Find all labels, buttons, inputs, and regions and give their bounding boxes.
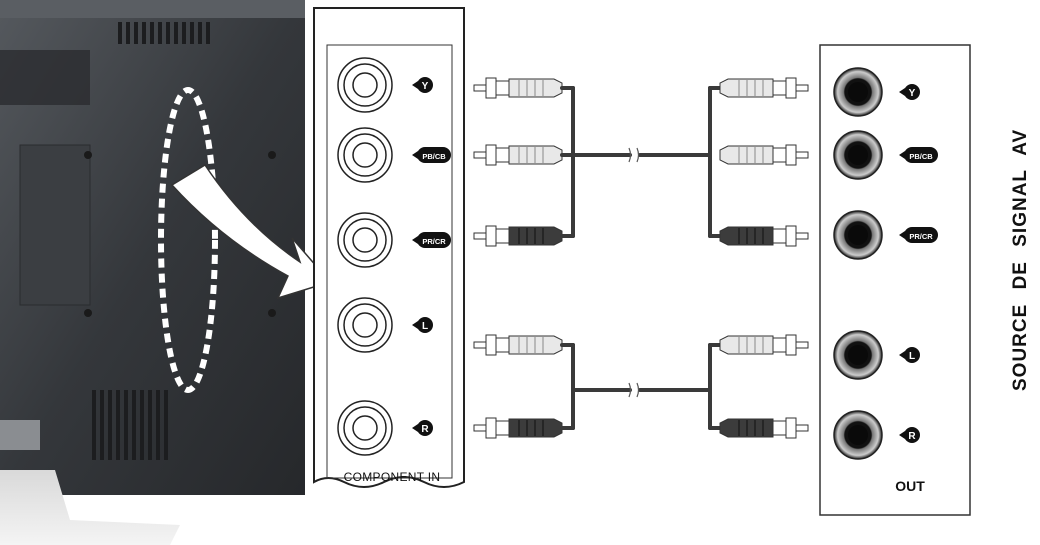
av-source-title: SOURCE DE SIGNAL AV	[1010, 128, 1031, 392]
rca-plug-icon	[473, 225, 563, 247]
cables	[560, 86, 722, 430]
jack-label-y: Y	[899, 84, 920, 100]
rca-jack-icon	[337, 400, 393, 456]
svg-text:PB/CB: PB/CB	[422, 152, 446, 161]
jack-label-pb: PB/CB	[412, 147, 451, 163]
rca-jack-icon	[833, 210, 883, 260]
jack-label-y: Y	[412, 77, 433, 93]
out-label: OUT	[895, 478, 925, 494]
rca-plug-icon	[719, 77, 809, 99]
svg-text:Y: Y	[422, 81, 429, 92]
vent-grille-top	[118, 22, 210, 44]
rca-plug-icon	[473, 334, 563, 356]
jack-label-r: R	[412, 420, 433, 436]
rca-plug-icon	[719, 417, 809, 439]
dotted-ellipse-icon	[158, 87, 218, 393]
rca-plug-icon	[719, 225, 809, 247]
tv-rear-illustration	[0, 0, 305, 545]
svg-text:PR/CR: PR/CR	[422, 237, 446, 246]
svg-text:PR/CR: PR/CR	[909, 232, 933, 241]
rca-plug-icon	[473, 144, 563, 166]
rca-plug-icon	[719, 334, 809, 356]
rca-jack-icon	[337, 297, 393, 353]
rca-jack-icon	[337, 57, 393, 113]
component-in-label: COMPONENT IN	[343, 470, 441, 484]
rca-jack-icon	[833, 410, 883, 460]
left-plugs	[473, 77, 563, 439]
jack-label-l: L	[412, 317, 433, 333]
rca-jack-icon	[337, 127, 393, 183]
rca-plug-icon	[473, 417, 563, 439]
jack-label-pr: PR/CR	[412, 232, 451, 248]
rca-plug-icon	[473, 77, 563, 99]
right-plugs	[719, 77, 809, 439]
tv-stand	[0, 470, 180, 545]
rca-jack-icon	[833, 67, 883, 117]
svg-text:L: L	[422, 321, 428, 332]
rca-jack-icon	[833, 330, 883, 380]
vent-grille-bottom	[92, 390, 168, 460]
rca-jack-icon	[833, 130, 883, 180]
rca-jack-icon	[337, 212, 393, 268]
rca-plug-icon	[719, 144, 809, 166]
component-in-jacks: Y PB/CB PR/CR L R	[337, 57, 451, 456]
svg-text:R: R	[421, 424, 429, 435]
jack-label-pb: PB/CB	[899, 147, 938, 163]
jack-label-pr: PR/CR	[899, 227, 938, 243]
svg-text:Y: Y	[909, 88, 916, 99]
svg-text:PB/CB: PB/CB	[909, 152, 933, 161]
svg-text:R: R	[908, 431, 916, 442]
svg-text:L: L	[909, 351, 915, 362]
jack-label-r: R	[899, 427, 920, 443]
jack-label-l: L	[899, 347, 920, 363]
out-jacks: Y PB/CB PR/CR L R	[833, 67, 938, 460]
